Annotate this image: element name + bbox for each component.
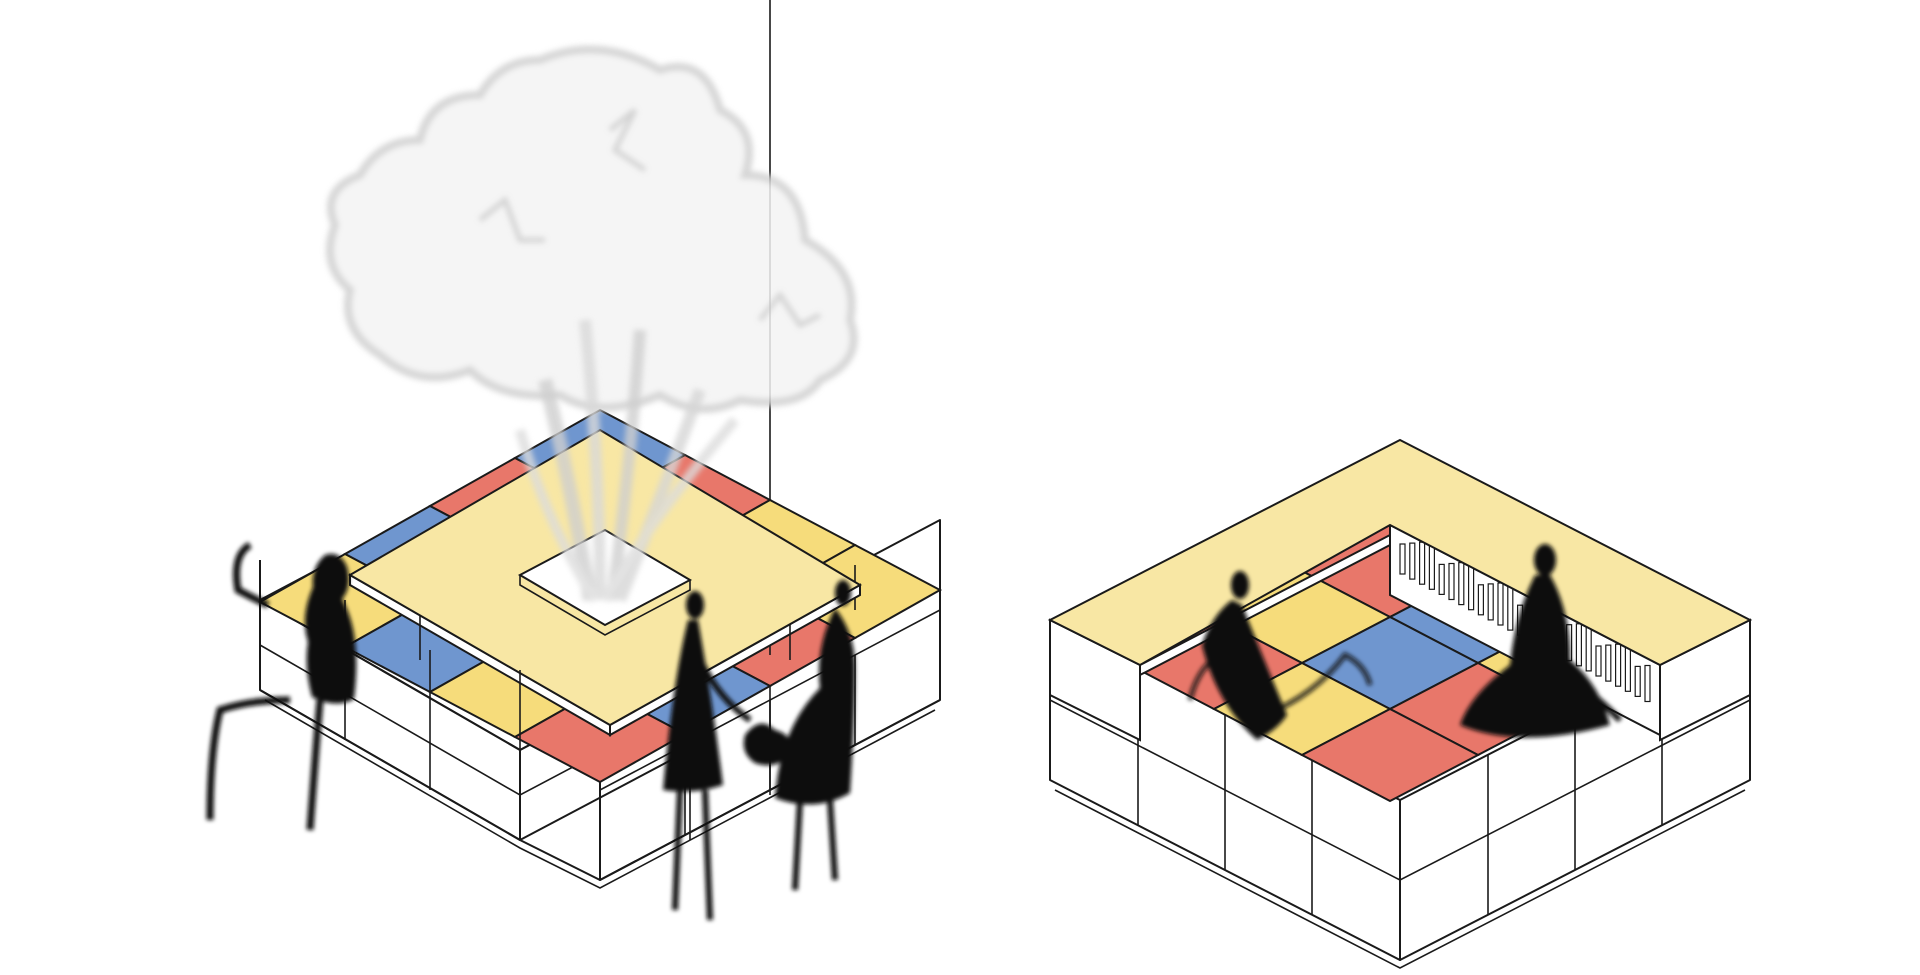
sitting-figure-left [206,541,357,831]
book [1458,561,1465,606]
book [1644,664,1651,703]
book [1399,543,1406,575]
book [1418,541,1426,585]
book [1448,562,1455,601]
sitting-figure-with-dog [743,580,855,891]
book [1497,582,1504,626]
book [1409,542,1416,580]
right-module [1047,438,1753,969]
tree [326,45,858,603]
book [1585,622,1592,672]
book [1634,665,1641,698]
book [1614,643,1622,687]
book [1487,583,1494,621]
book [1575,623,1583,667]
meditating-figure [1460,544,1623,738]
standing-figure-center [663,591,752,921]
book [1605,644,1612,682]
tree-trunk [515,319,739,603]
book [1624,642,1632,692]
left-module [206,0,943,921]
book [1438,563,1445,596]
book [1595,645,1602,677]
book [1477,584,1485,616]
right-floor-tile-red [1299,707,1481,803]
sitting-figure-right [1187,571,1373,740]
